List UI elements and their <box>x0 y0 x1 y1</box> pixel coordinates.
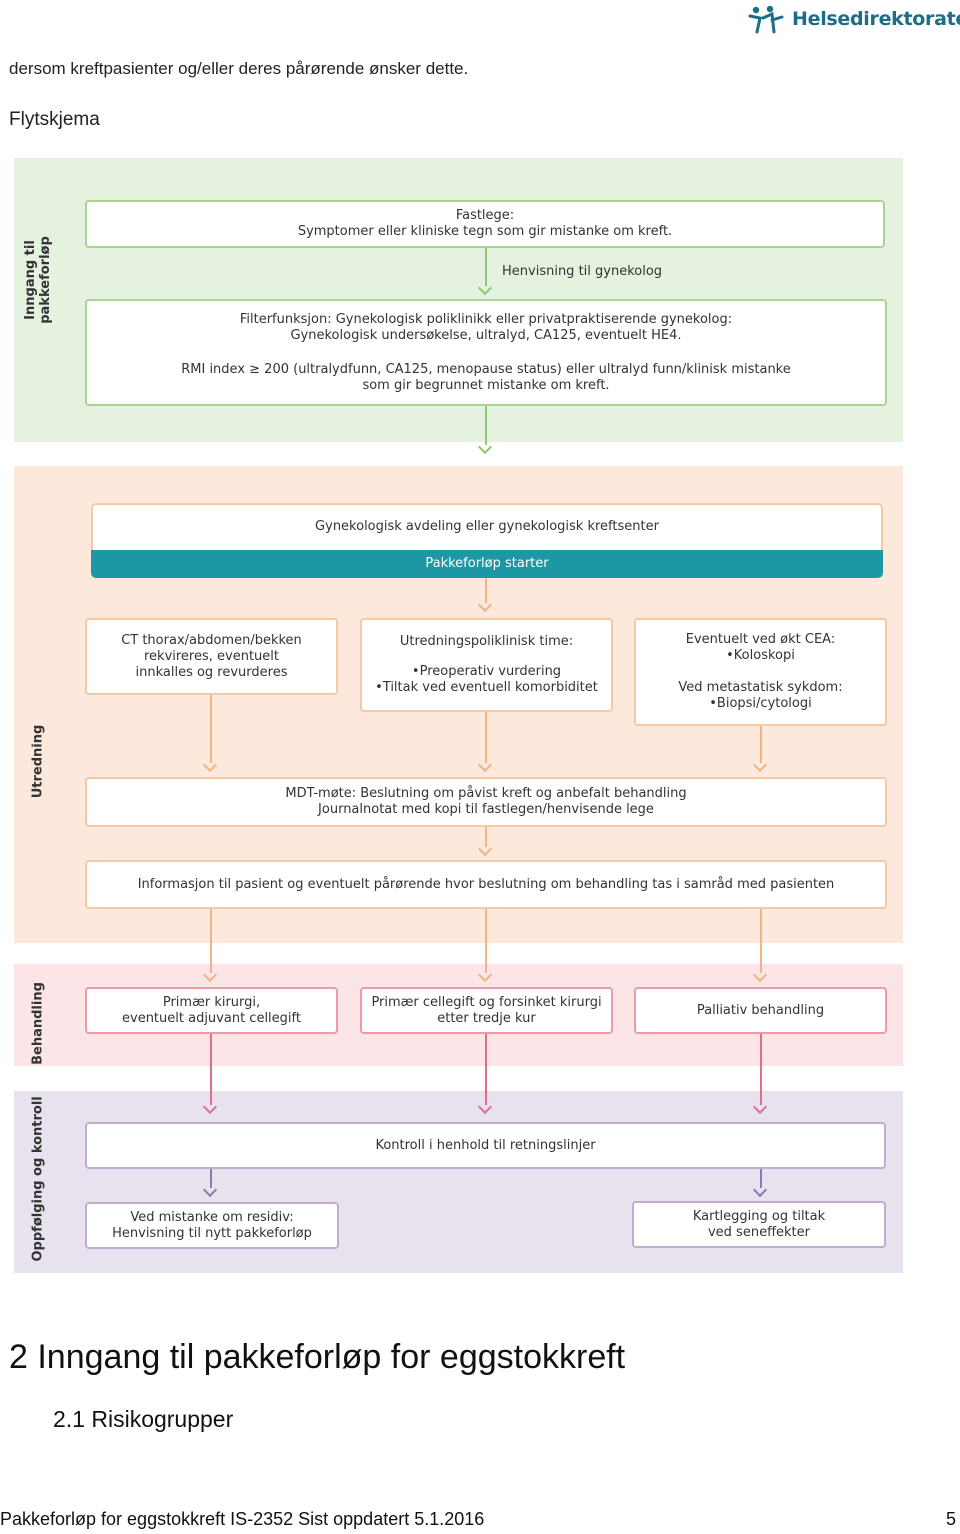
informasjon-box: Informasjon til pasient og eventuelt pår… <box>85 860 887 909</box>
intro-text: dersom kreftpasienter og/eller deres pår… <box>9 59 469 78</box>
kartlegging-box: Kartlegging og tiltak ved seneffekter <box>632 1201 886 1248</box>
flowchart-title: Flytskjema <box>9 109 100 130</box>
residiv-box: Ved mistanke om residiv: Henvisning til … <box>85 1202 339 1249</box>
section-label-behandling: Behandling <box>30 982 46 1065</box>
section-label-inngang: Inngang til pakkeforløp <box>23 236 53 324</box>
cea-box: Eventuelt ved økt CEA: •Koloskopi Ved me… <box>634 618 887 726</box>
logo-text: Helsedirektoratet <box>792 8 960 30</box>
filter-box: Filterfunksjon: Gynekologisk poliklinikk… <box>85 299 887 406</box>
page-number: 5 <box>945 1509 956 1529</box>
palliativ-box: Palliativ behandling <box>634 987 887 1034</box>
section-heading: 2 Inngang til pakkeforløp for eggstokkre… <box>9 1338 626 1376</box>
henvisning-label: Henvisning til gynekolog <box>502 264 663 279</box>
utredning-time-box: Utredningspoliklinisk time: •Preoperativ… <box>360 618 613 712</box>
section-label-oppfolging: Oppfølging og kontroll <box>30 1096 46 1262</box>
footer-text: Pakkeforløp for eggstokkreft IS-2352 Sis… <box>0 1509 485 1529</box>
ct-box: CT thorax/abdomen/bekken rekvireres, eve… <box>85 618 338 695</box>
kontroll-box: Kontroll i henhold til retningslinjer <box>85 1122 886 1169</box>
section-label-utredning: Utredning <box>30 724 46 799</box>
helsedirektoratet-logo: Helsedirektoratet <box>748 4 960 34</box>
avdeling-box: Gynekologisk avdeling eller gynekologisk… <box>91 503 883 553</box>
subsection-heading: 2.1 Risikogrupper <box>53 1406 234 1432</box>
fastlege-box: Fastlege: Symptomer eller kliniske tegn … <box>85 200 885 248</box>
kirurgi-box: Primær kirurgi, eventuelt adjuvant celle… <box>85 987 338 1034</box>
pakkeforlop-starter-bar: Pakkeforløp starter <box>91 550 883 578</box>
mdt-box: MDT-møte: Beslutning om påvist kreft og … <box>85 777 887 827</box>
helsedirektoratet-logo-icon <box>748 4 786 34</box>
cellegift-box: Primær cellegift og forsinket kirurgi et… <box>360 987 613 1034</box>
